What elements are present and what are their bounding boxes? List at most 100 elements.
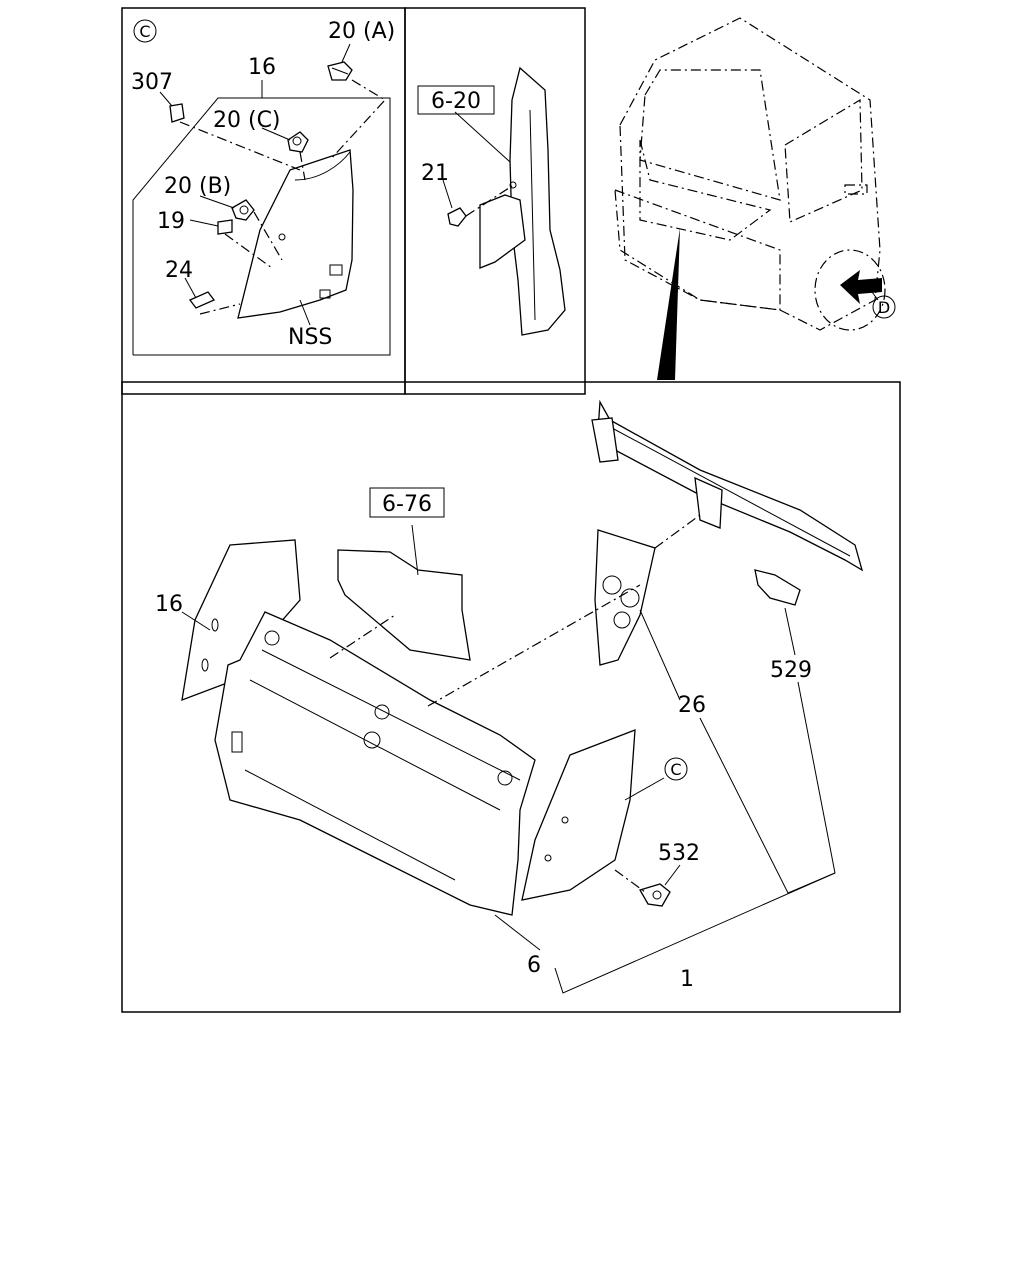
leader-529 [784,607,796,656]
label-24: 24 [165,258,193,283]
label-6: 6 [527,953,541,978]
leader-6-76 [411,524,419,576]
label-21: 21 [421,161,449,186]
cross-member-bracket-mid [694,476,723,529]
pad-24-icon [188,291,216,309]
side-panel-right [521,729,636,901]
clip-20b-icon [231,199,255,221]
dash-insulation [329,614,396,659]
clip-20a-icon [327,61,353,81]
main-marker-c-text: C [670,760,681,779]
truck-front-panel [639,139,772,241]
front-panel-ridge-2 [261,649,521,781]
dash-19 [224,233,273,269]
clip-20c-icon [287,131,309,153]
label-307: 307 [131,70,173,95]
leader-24 [184,277,197,299]
bracket-529 [754,569,801,606]
truck-windshield [639,69,781,201]
bracket-26-hole-1 [602,575,622,595]
label-1: 1 [680,967,694,992]
cross-member-edge [611,427,851,557]
dash-20b [253,211,283,261]
main-marker-c: C [664,757,688,781]
label-529: 529 [770,658,812,683]
side-panel-right-hole-2 [544,854,552,862]
bracket-26-hole-2 [620,588,640,608]
leader-532 [664,864,681,886]
ref-label-6-76: 6-76 [382,492,432,517]
detail-c-marker-text: C [139,22,150,41]
front-panel-6 [214,611,536,916]
bolt-21-icon [447,207,467,227]
main-frame [121,381,901,1013]
nss-panel-edge [294,151,351,181]
label-16-main: 16 [155,592,183,617]
label-20c: 20 (C) [213,108,281,133]
front-panel-slot [231,731,243,753]
side-panel-left-hole-2 [201,658,209,672]
label-26: 26 [678,693,706,718]
main-assembly-panel: 6-76 16 26 529 C 532 6 1 [121,381,901,1013]
label-16-detail: 16 [248,55,276,80]
dash-21 [465,185,513,217]
pillar-bracket [509,66,566,336]
leader-26 [639,609,681,701]
side-panel-left-hole-1 [211,618,219,632]
bolt-hole [509,181,517,189]
front-panel-hole-4 [497,770,513,786]
dash-307 [179,121,301,171]
front-panel-hole-3 [363,731,381,749]
leader-21 [442,179,453,209]
leader-c-main [624,777,665,801]
detail-c-marker: C [133,19,157,43]
nss-panel-tab [319,289,331,299]
dash-24 [199,303,241,315]
label-20b: 20 (B) [164,174,231,199]
mount-plate [479,194,526,269]
truck-wheel [814,249,886,331]
label-532: 532 [658,841,700,866]
leader-20c [261,127,291,141]
pointer-arrow [657,228,680,380]
leader-20a [341,43,351,63]
detail-ref-panel: 6-20 21 [404,7,586,395]
bracket-26-hole-3 [613,611,631,629]
leader-6 [494,914,541,951]
front-panel-hole-2 [374,704,390,720]
detail-c-inner-box [132,97,391,356]
ref-box-6-76 [369,487,445,518]
cross-member-bracket-left [591,417,619,463]
dash-20a [329,79,386,161]
ref-label-6-20: 6-20 [431,89,481,114]
truck-cab-outline [619,17,881,331]
side-panel-right-hole-1 [561,816,569,824]
truck-cab-view: D [614,17,896,380]
leader-307 [159,91,173,107]
dash-532 [614,869,646,893]
nut-307-icon [169,103,185,123]
pad-19-icon [217,219,233,235]
dash-cross-member [654,514,701,549]
leader-16-main [181,611,211,631]
leader-nss [299,299,311,326]
dash-20c [299,151,306,181]
nss-panel-clip [329,264,343,276]
insulation-pad [337,549,471,661]
leader-20b [199,195,235,209]
nss-panel-hole [278,233,286,241]
label-20a: 20 (A) [328,19,395,44]
truck-door-window [784,98,863,223]
nss-side-panel [237,149,354,319]
truck-door-handle [844,184,868,195]
detail-c-panel: C [121,7,406,395]
front-panel-ridge-3 [244,769,456,881]
view-marker-d: D [872,295,896,319]
bracket-26 [594,529,656,666]
truck-bumper [614,189,781,311]
bolt-532-icon [639,883,671,907]
label-19: 19 [157,209,185,234]
front-panel-ridge-1 [249,679,501,811]
leader-6-20 [454,111,511,163]
